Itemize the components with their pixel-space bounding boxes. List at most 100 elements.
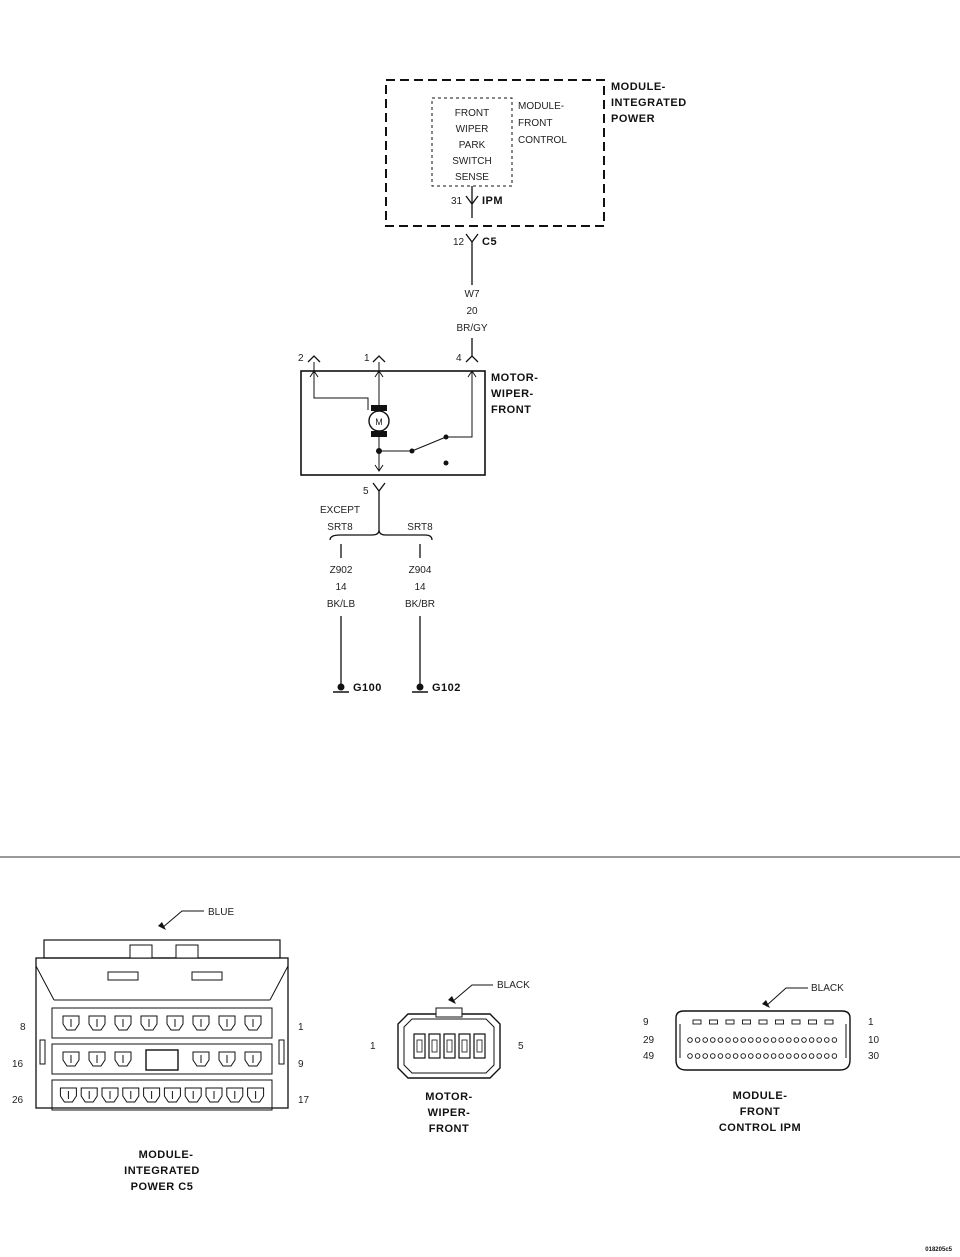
figure-id: 018205c5 [925,1247,952,1253]
ipm-c5-latch-left [129,944,153,959]
fcm-pin-cavity [748,1053,754,1059]
w7-circuit: W7 [465,289,480,300]
fcm-ipm-connector-view: BLACK 9 29 49 1 10 30 MODULE- FRONT CONT… [643,983,880,1134]
fcm-pin-29: 29 [643,1035,655,1046]
fcm-pin-cavity [748,1037,754,1043]
fcm-pin-cavity [740,1053,746,1059]
fcm-label-line-2: FRONT [518,118,552,129]
wiper-title-line-3: FRONT [429,1123,469,1135]
fcm-pin-cavity [778,1037,784,1043]
c5-connector: 12 C5 [453,233,497,248]
fcm-pin-cavity [710,1053,716,1059]
ipm-c5-cavity [88,1015,106,1031]
fcm-pin-cavity [770,1037,777,1043]
motor-pin-4-chevron [465,355,479,363]
fcm-slot [758,1019,768,1025]
wiper-connector-view: BLACK 1 5 MOTOR- WIPER- FRONT [370,980,530,1135]
z904-circuit: Z904 [409,565,432,576]
fcm-pin-cavity [694,1037,701,1043]
fcm-pin-cavity [824,1053,830,1059]
fcm-slot [742,1019,751,1025]
fcm-pin-cavity [816,1037,822,1043]
wiper-cavity [473,1033,486,1059]
fcm-pin-cavity [732,1037,739,1043]
ipm-c5-color: BLUE [208,907,234,918]
park-switch-blade [411,436,447,452]
wiper-cavities [413,1033,486,1059]
ipm-c5-row-frame [51,1007,273,1039]
ipm-c5-title-line-3: POWER C5 [131,1181,194,1193]
fcm-pin-cavity [763,1053,769,1059]
z904-gauge: 14 [414,582,426,593]
wiper-connector-latch [435,1007,463,1018]
ipm-title-line-3: POWER [611,113,655,125]
ipm-c5-cavity [101,1087,119,1103]
ipm-c5-cavity [143,1087,161,1103]
motor-brush-bottom [371,431,387,437]
park-switch-open-contact [443,460,449,466]
fcm-pin-cavity [763,1037,769,1043]
ipm-c5-connector-view: BLUE 8 16 26 1 9 17 MODULE- INTEGRATED P… [12,907,310,1193]
fcm-pin-cavity [740,1037,746,1043]
branch-1-label-line-1: EXCEPT [320,505,360,516]
motor-title-line-3: FRONT [491,404,531,416]
ipm-c5-cavity [62,1015,80,1031]
fcm-pin-cavity [801,1037,807,1043]
z902-color: BK/LB [327,599,356,610]
fcm-slot [824,1019,834,1025]
fcm-title-line-1: MODULE- [733,1090,788,1102]
fcm-label-line-3: CONTROL [518,135,567,146]
fcm-slot [725,1019,735,1025]
fcm-pin-cavity [816,1053,822,1059]
c5-pin-chevron [465,233,479,244]
motor-pin-1-chevron [372,355,386,363]
motor-pin-2-arrow [309,370,319,378]
ipm-c5-pin-8: 8 [20,1022,26,1033]
ipm-c5-cavity [218,1015,236,1031]
wiper-color-leader [451,984,493,1003]
ipm-c5-cavity [140,1015,158,1031]
ipm-c5-cavity [244,1051,262,1067]
fcm-cavities [687,1019,838,1059]
motor-symbol-label: M [375,417,383,427]
fcm-pin-1: 1 [868,1017,874,1028]
wiper-cavity [428,1033,441,1059]
fcm-pin-cavity [778,1053,784,1059]
fcm-pin-9: 9 [643,1017,649,1028]
wiper-terminal [431,1039,438,1053]
ipm-c5-cavity [218,1051,236,1067]
wiper-cavity [458,1033,471,1059]
ipm-c5-pin-26: 26 [12,1095,24,1106]
fcm-pin-cavity [717,1037,724,1043]
ipm-c5-cavity [226,1087,244,1103]
motor-pin-5-chevron [372,482,386,493]
fcm-pin-cavity [793,1037,800,1043]
ipm-c5-cavity [192,1051,210,1067]
fcm-pin-cavity [824,1037,830,1043]
fcm-pin-cavity [694,1053,701,1059]
park-switch-wire [446,371,473,438]
sense-line-3: PARK [459,140,486,151]
fcm-pin-cavity [717,1053,724,1059]
ipm-pin-number: 31 [451,196,463,207]
ipm-c5-cavity [114,1015,132,1031]
motor-brush-top [371,405,387,411]
z902-gauge: 14 [335,582,347,593]
z904-color: BK/BR [405,599,435,610]
fcm-pin-cavity [732,1053,739,1059]
fcm-pin-cavity [831,1037,838,1043]
ground-branches: EXCEPT SRT8 SRT8 Z902 14 BK/LB Z904 14 B… [320,491,460,694]
w7-color: BR/GY [456,323,487,334]
ipm-c5-cavity [114,1051,132,1067]
wiper-terminal [446,1039,453,1053]
motor-pin-2-chevron [307,355,321,363]
g102-ground-icon [416,683,424,691]
fcm-slot [775,1019,784,1025]
ipm-c5-pin-16: 16 [12,1059,24,1070]
fcm-pin-10: 10 [868,1035,880,1046]
ipm-c5-cavity [184,1087,202,1103]
fcm-pin-cavity [770,1053,777,1059]
fcm-pin-cavity [702,1037,708,1043]
sense-line-5: SENSE [455,172,489,183]
fcm-pin-cavity [793,1053,800,1059]
